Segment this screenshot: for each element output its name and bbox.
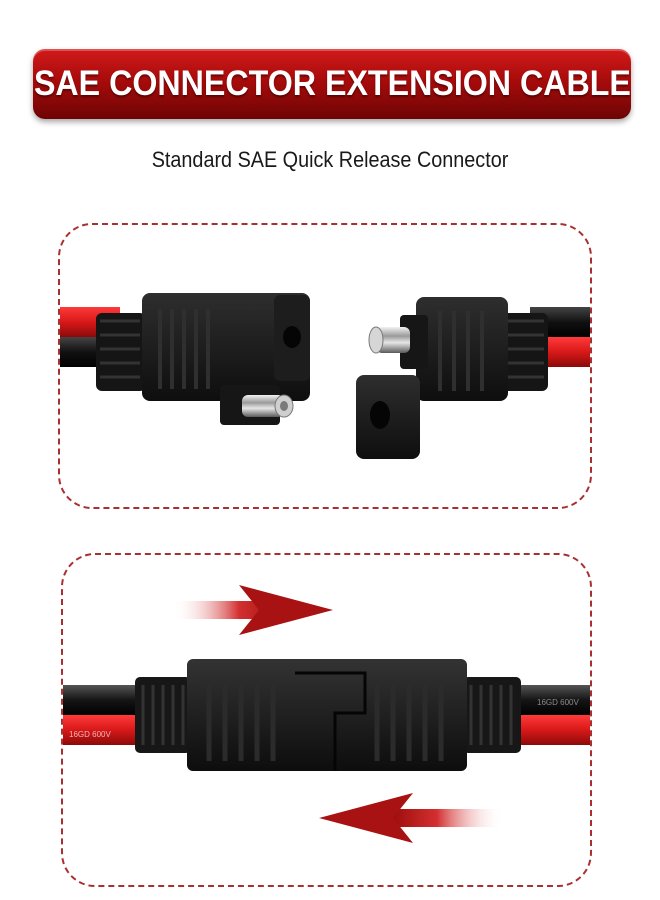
- subtitle: Standard SAE Quick Release Connector: [151, 147, 509, 172]
- connected-connectors-panel: 16GD 600V 16GD 600V: [61, 553, 592, 887]
- right-connector: [356, 297, 548, 459]
- arrow-left-icon: [319, 793, 503, 843]
- separated-connectors-image: [60, 293, 590, 459]
- cable-print-left: 16GD 600V: [69, 730, 111, 739]
- arrow-right-icon: [173, 585, 333, 635]
- connected-connectors-image: 16GD 600V 16GD 600V: [63, 585, 590, 843]
- right-mated-connector: [295, 659, 521, 771]
- banner-title: SAE CONNECTOR EXTENSION CABLE: [33, 64, 631, 103]
- separated-connectors-panel: [58, 223, 592, 509]
- left-connector: [96, 293, 310, 425]
- title-banner: SAE CONNECTOR EXTENSION CABLE: [33, 49, 631, 119]
- cable-print-right: 16GD 600V: [537, 698, 579, 707]
